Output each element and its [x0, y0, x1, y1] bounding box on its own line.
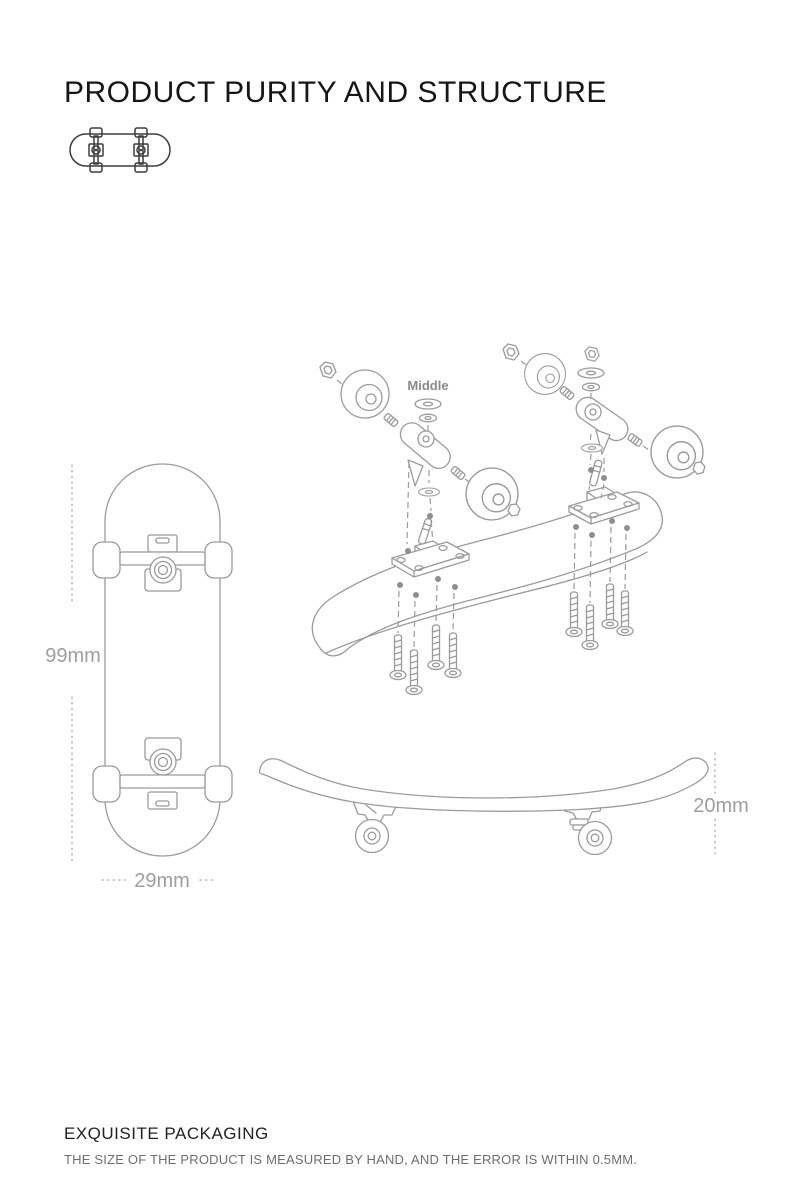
- top-view-diagram: 99mm 29mm: [45, 463, 233, 892]
- dimension-length: 99mm: [45, 464, 101, 863]
- middle-label: Middle: [407, 378, 448, 393]
- exploded-truck-right: [502, 343, 709, 499]
- side-view-deck: [258, 757, 709, 812]
- footer-note: THE SIZE OF THE PRODUCT IS MEASURED BY H…: [64, 1152, 638, 1167]
- dim-length-label: 99mm: [45, 645, 101, 667]
- dim-height-label: 20mm: [693, 795, 749, 817]
- fingerboard-top-view-icon: [69, 127, 171, 173]
- exploded-baseplate-right: [568, 459, 640, 525]
- side-view-truck-left: [352, 800, 399, 854]
- icon-truck-left: [88, 127, 104, 173]
- exploded-truck-left: Middle: [319, 361, 524, 554]
- exploded-screws-right: [565, 518, 634, 651]
- exploded-deck: [311, 491, 663, 657]
- footer-heading: EXQUISITE PACKAGING: [64, 1124, 269, 1143]
- page-title: PRODUCT PURITY AND STRUCTURE: [64, 76, 607, 109]
- dimension-width: 29mm: [101, 870, 217, 892]
- dim-width-label: 29mm: [134, 870, 190, 892]
- exploded-view-diagram: Middle: [311, 343, 709, 696]
- top-view-truck-upper: [92, 534, 233, 592]
- top-view-truck-lower: [92, 737, 233, 810]
- dimension-height: 20mm: [693, 752, 749, 856]
- icon-truck-right: [133, 127, 149, 173]
- exploded-baseplate-left: [391, 518, 470, 578]
- exploded-screws-left: [389, 576, 462, 696]
- side-view-diagram: 20mm: [258, 752, 749, 856]
